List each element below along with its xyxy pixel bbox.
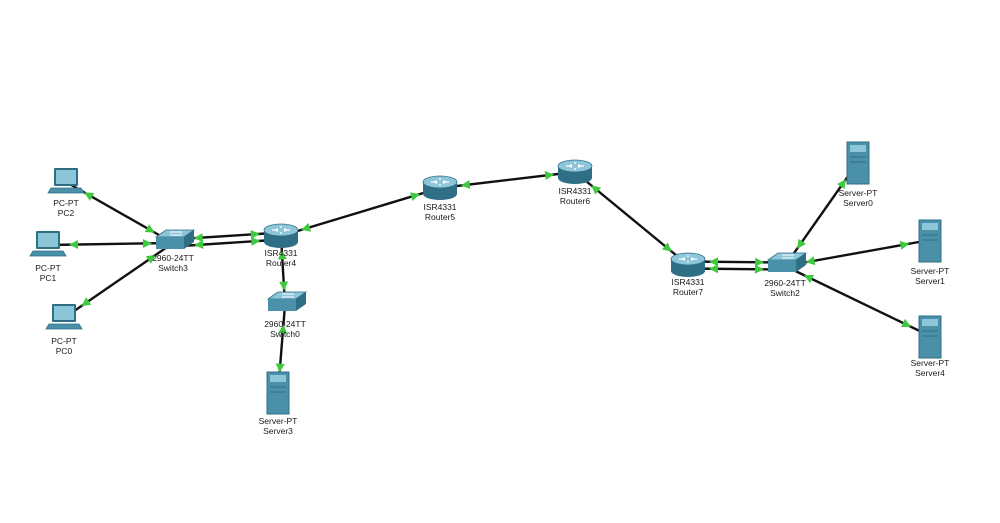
link-status-light <box>709 257 719 267</box>
devices-layer: PC-PTPC2PC-PTPC1PC-PTPC02960-24TTSwitch3… <box>29 141 950 436</box>
router-icon <box>670 252 706 277</box>
link-status-light <box>754 264 764 274</box>
device-name-label: Server0 <box>843 198 873 208</box>
link-status-light <box>591 185 602 195</box>
link-switch2-server1[interactable] <box>783 238 932 268</box>
link-pc1-switch3[interactable] <box>46 238 175 250</box>
device-name-label: Switch0 <box>270 329 300 339</box>
device-model-label: Server-PT <box>839 188 878 198</box>
device-model-label: 2960-24TT <box>764 278 806 288</box>
device-model-label: Server-PT <box>911 266 950 276</box>
device-name-label: Router5 <box>425 212 456 222</box>
pc-icon <box>47 168 85 194</box>
device-name-label: Server4 <box>915 368 945 378</box>
link-router5-router6[interactable] <box>438 170 577 190</box>
device-name-label: PC0 <box>56 346 73 356</box>
link-status-light <box>142 238 153 248</box>
link-status-light <box>754 257 765 267</box>
device-model-label: Server-PT <box>911 358 950 368</box>
link-pc0-switch3[interactable] <box>62 241 175 320</box>
link-status-light <box>899 240 910 250</box>
server-icon <box>266 371 290 415</box>
switch-icon <box>266 291 308 311</box>
device-name-label: PC2 <box>58 208 75 218</box>
server-icon <box>846 141 870 185</box>
link-status-light <box>901 318 912 328</box>
link-status-light <box>68 240 79 250</box>
device-model-label: 2960-24TT <box>152 253 194 263</box>
link-status-light <box>708 264 719 274</box>
links-layer <box>46 160 932 394</box>
link-status-light <box>277 250 287 260</box>
link-switch2-server4[interactable] <box>783 264 932 338</box>
link-status-light <box>278 324 288 334</box>
link-status-light <box>803 274 814 284</box>
device-model-label: 2960-24TT <box>264 319 306 329</box>
server-icon <box>918 315 942 359</box>
link-status-light <box>194 240 204 250</box>
router-icon <box>557 159 593 184</box>
device-name-label: Server1 <box>915 276 945 286</box>
link-status-light <box>301 223 312 232</box>
device-model-label: ISR4331 <box>423 202 456 212</box>
device-name-label: Switch2 <box>770 288 800 298</box>
server-icon <box>918 219 942 263</box>
device-model-label: ISR4331 <box>671 277 704 287</box>
link-router6-router7[interactable] <box>573 170 690 267</box>
link-status-light <box>805 256 816 266</box>
router-icon <box>422 175 458 200</box>
device-name-label: Switch3 <box>158 263 188 273</box>
link-status-light <box>275 363 285 373</box>
link-status-light <box>145 254 156 264</box>
device-model-label: ISR4331 <box>558 186 591 196</box>
link-status-light <box>837 179 846 190</box>
link-status-light <box>279 281 289 291</box>
device-name-label: Server3 <box>263 426 293 436</box>
link-status-light <box>144 224 155 233</box>
pc-icon <box>29 231 67 257</box>
pc-icon <box>45 304 83 330</box>
link-router4-router5[interactable] <box>279 186 442 238</box>
link-status-light <box>81 297 92 307</box>
device-model-label: PC-PT <box>53 198 79 208</box>
device-name-label: Router4 <box>266 258 297 268</box>
link-status-light <box>797 238 806 249</box>
router-icon <box>263 223 299 248</box>
link-status-light <box>460 180 471 189</box>
link-status-light <box>84 192 95 201</box>
link-status-light <box>193 233 204 243</box>
switch-icon <box>154 229 196 249</box>
link-status-light <box>250 236 261 246</box>
link-switch2-server0[interactable] <box>783 160 860 268</box>
device-name-label: Router6 <box>560 196 591 206</box>
device-name-label: Router7 <box>673 287 704 297</box>
link-status-light <box>250 229 260 239</box>
device-model-label: PC-PT <box>35 263 61 273</box>
device-model-label: ISR4331 <box>264 248 297 258</box>
switch-icon <box>766 252 808 272</box>
device-model-label: Server-PT <box>259 416 298 426</box>
link-status-light <box>409 192 420 201</box>
link-status-light <box>544 171 555 180</box>
device-model-label: PC-PT <box>51 336 77 346</box>
device-name-label: PC1 <box>40 273 57 283</box>
link-status-light <box>661 242 672 252</box>
